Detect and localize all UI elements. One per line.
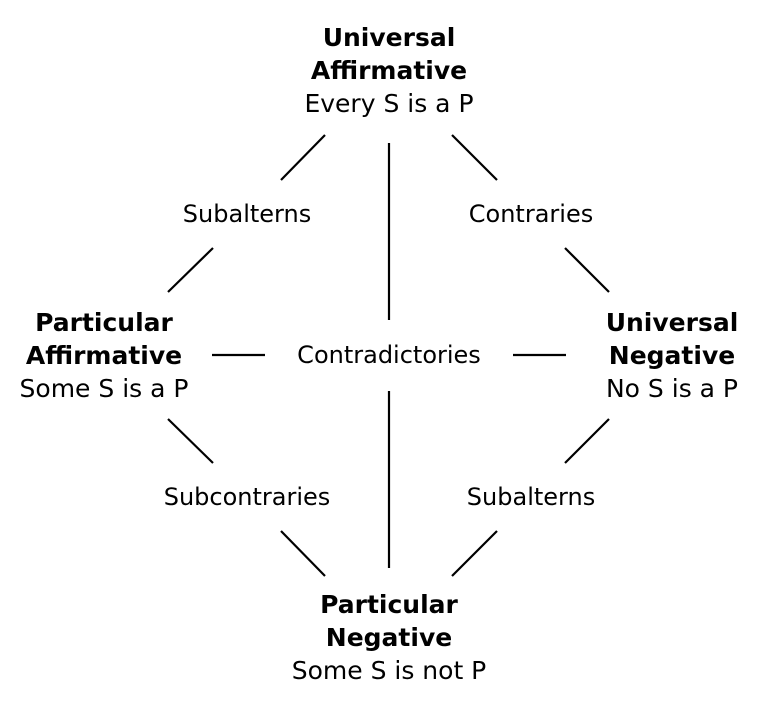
node-universal-affirmative: Universal Affirmative Every S is a P xyxy=(289,21,489,120)
edge-e-o-upper xyxy=(564,418,610,464)
node-a-title-line1: Universal xyxy=(322,23,456,52)
node-o-title-line2: Negative xyxy=(325,623,453,652)
relation-label-contraries: Contraries xyxy=(468,200,594,228)
node-particular-affirmative: Particular Affirmative Some S is a P xyxy=(4,306,204,405)
node-e-statement: No S is a P xyxy=(605,374,739,403)
node-particular-negative: Particular Negative Some S is not P xyxy=(269,588,509,687)
edge-a-e-lower xyxy=(564,247,610,293)
node-i-statement: Some S is a P xyxy=(19,374,189,403)
node-e-title-line1: Universal xyxy=(605,308,739,337)
node-e-title-line2: Negative xyxy=(608,341,736,370)
relation-label-subalterns-left: Subalterns xyxy=(182,200,312,228)
node-o-statement: Some S is not P xyxy=(291,656,487,685)
node-i-title-line1: Particular xyxy=(35,308,173,337)
edge-a-i-lower xyxy=(167,247,214,293)
node-i-title-line2: Affirmative xyxy=(25,341,183,370)
edge-e-o-lower xyxy=(451,530,498,577)
node-a-title-line2: Affirmative xyxy=(310,56,468,85)
node-o-title-line1: Particular xyxy=(320,590,458,619)
edge-i-o-lower xyxy=(280,530,326,577)
relation-label-subalterns-right: Subalterns xyxy=(466,483,596,511)
relation-label-subcontraries: Subcontraries xyxy=(163,483,331,511)
relation-label-contradictories: Contradictories xyxy=(297,341,481,369)
edge-a-i-upper xyxy=(280,134,326,181)
node-a-statement: Every S is a P xyxy=(304,89,474,118)
node-universal-negative: Universal Negative No S is a P xyxy=(572,306,772,405)
edge-a-e-upper xyxy=(451,134,498,181)
edge-i-o-upper xyxy=(167,418,214,464)
